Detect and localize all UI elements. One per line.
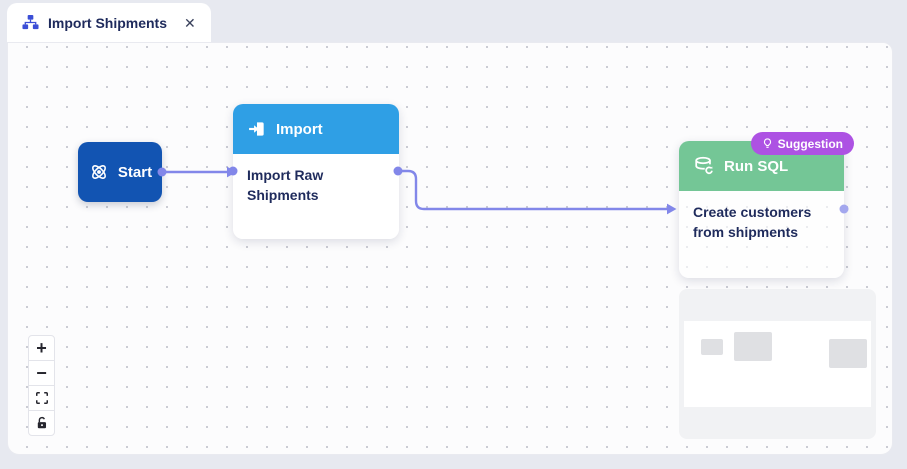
zoom-in-icon: + [36, 338, 47, 358]
arrowhead-runsql [667, 203, 677, 215]
flow-canvas[interactable]: Start Import Import Raw Shipments [7, 42, 893, 455]
import-node-description: Import Raw Shipments [233, 154, 399, 239]
zoom-out-icon: − [36, 363, 47, 383]
suggestion-badge-label: Suggestion [777, 136, 843, 151]
run-sql-node-description: Create customers from shipments [679, 191, 844, 278]
skeleton-placeholder-node [679, 289, 876, 439]
run-sql-node-title: Run SQL [724, 157, 789, 175]
flow-sitemap-icon [22, 14, 39, 31]
node-start[interactable]: Start [78, 142, 162, 202]
atom-icon [88, 161, 110, 183]
fit-view-icon [35, 391, 49, 405]
lock-toggle-button[interactable] [28, 410, 55, 436]
zoom-out-button[interactable]: − [28, 360, 55, 386]
connection-handle-import-in[interactable] [228, 166, 238, 176]
database-refresh-icon [693, 155, 715, 177]
skeleton-block [829, 339, 867, 368]
tab-title: Import Shipments [48, 14, 168, 31]
node-import[interactable]: Import Import Raw Shipments [233, 104, 399, 239]
fit-view-button[interactable] [28, 385, 55, 411]
unlock-icon [35, 416, 49, 430]
suggestion-badge[interactable]: Suggestion [750, 132, 854, 155]
start-node-label: Start [117, 163, 153, 181]
skeleton-band [684, 321, 871, 407]
skeleton-block [734, 332, 772, 361]
connection-handle-start-out[interactable] [157, 167, 167, 177]
connection-handle-import-out[interactable] [393, 166, 403, 176]
lightbulb-icon [762, 138, 773, 149]
node-run-sql[interactable]: Suggestion Run SQL Create customers from… [679, 132, 854, 278]
close-icon[interactable]: ✕ [184, 14, 196, 31]
import-arrow-icon [247, 119, 267, 139]
import-node-header: Import [233, 104, 399, 154]
zoom-in-button[interactable]: + [28, 335, 55, 361]
edge-import-to-runsql[interactable] [398, 169, 667, 211]
canvas-controls: + − [28, 335, 55, 436]
tab-import-shipments[interactable]: Import Shipments ✕ [7, 3, 211, 42]
connection-handle-runsql-out[interactable] [839, 204, 849, 214]
skeleton-block [701, 339, 723, 355]
import-node-title: Import [276, 120, 323, 138]
